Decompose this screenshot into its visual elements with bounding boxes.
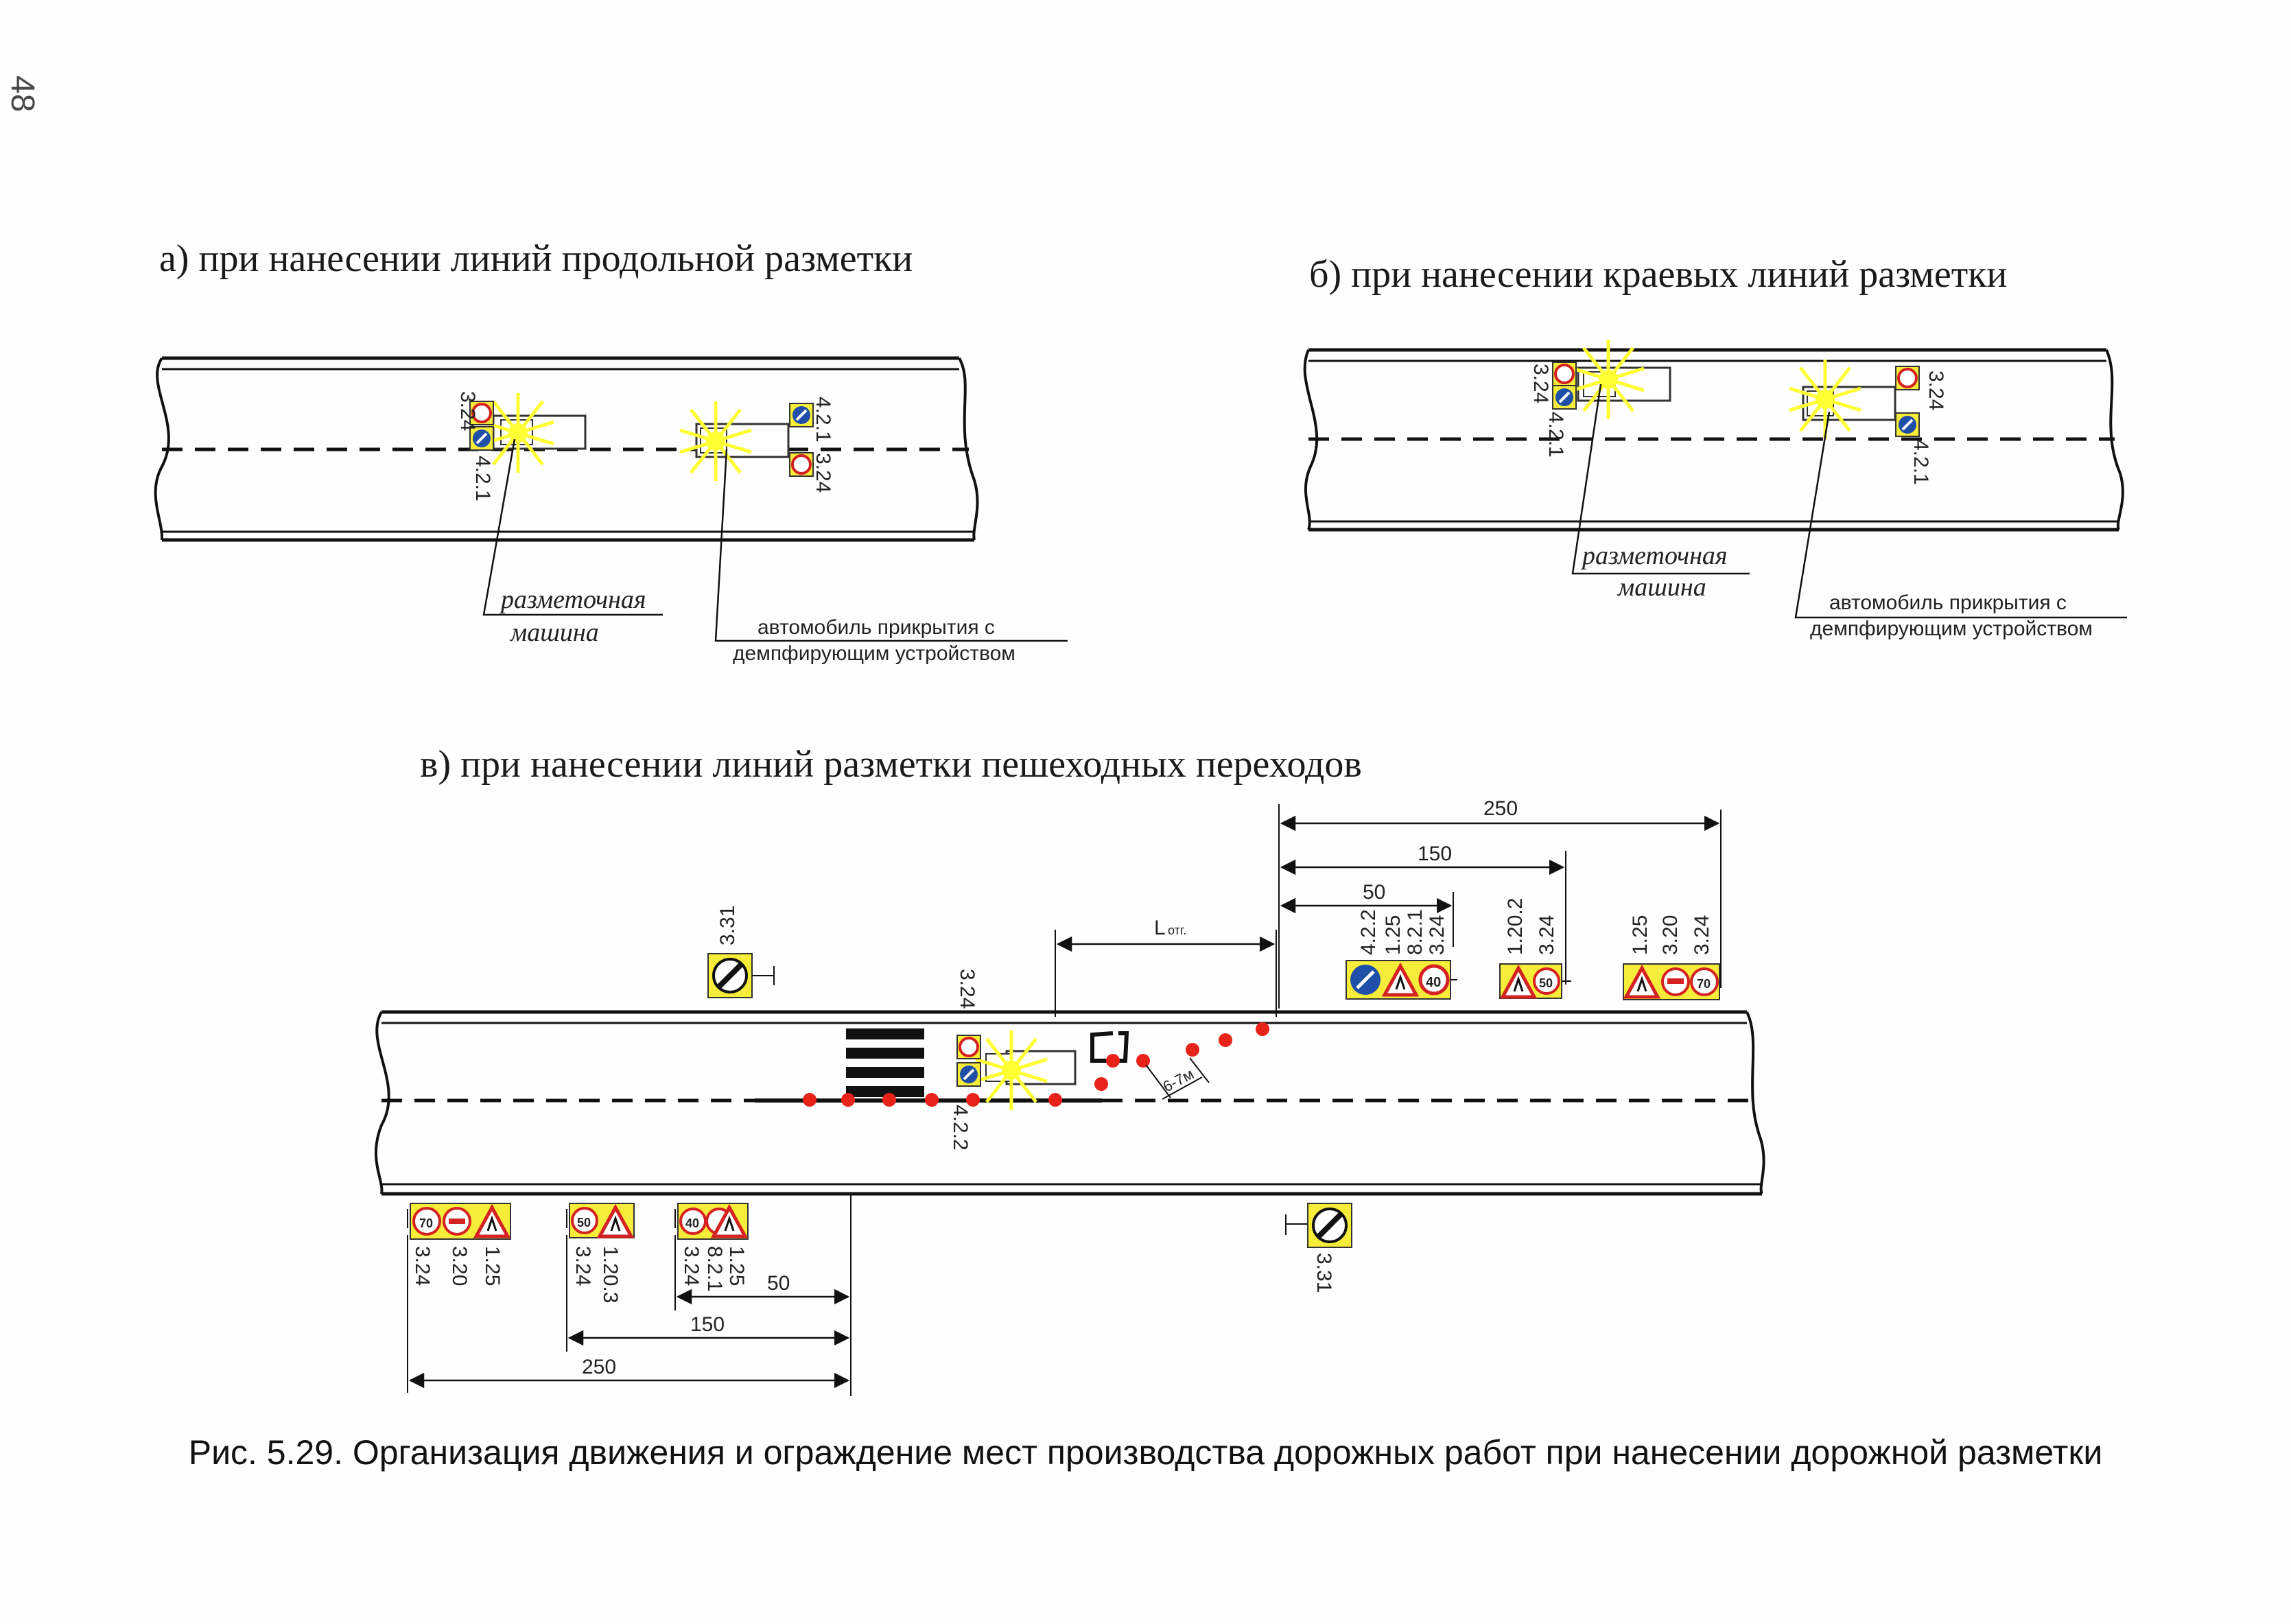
dim-top-150: 150 xyxy=(1418,843,1452,865)
top-dimensions: 250 150 50 xyxy=(1278,797,1722,1009)
code-c-821-top: 8.2.1 xyxy=(1404,909,1426,955)
code-a-421-left: 4.2.1 xyxy=(471,456,494,502)
sign-3-31-top xyxy=(708,954,775,998)
pedestrian-crossing xyxy=(846,1028,924,1097)
code-c-1203-bottom: 1.20.3 xyxy=(599,1246,622,1303)
dim-bottom-50: 50 xyxy=(767,1272,790,1295)
code-a-324-left: 3.24 xyxy=(456,391,479,431)
road-b xyxy=(1303,348,2124,532)
code-c-125-bottom-250: 1.25 xyxy=(481,1246,504,1286)
heading-c: в) при нанесении линий разметки пешеходн… xyxy=(420,743,1362,786)
marking-machine-b xyxy=(1551,340,1671,419)
sign-speed-70-bottom: 70 xyxy=(419,1216,433,1230)
bottom-dimensions: 50 150 250 xyxy=(407,1195,851,1396)
leader-lines-a xyxy=(482,438,1068,642)
code-c-324-top-150: 3.24 xyxy=(1536,915,1558,955)
dim-top-50: 50 xyxy=(1363,881,1385,904)
sign-speed-70-top: 70 xyxy=(1697,977,1711,991)
code-b-421-left: 4.2.1 xyxy=(1544,412,1567,458)
sign-speed-50-top: 50 xyxy=(1539,976,1553,990)
callout-b-machine-1: разметочная xyxy=(1580,541,1728,570)
heading-a: а) при нанесении линий продольной размет… xyxy=(159,237,913,280)
callout-b-machine-2: машина xyxy=(1617,573,1706,602)
gap-dimension: 6-7м xyxy=(1145,1057,1210,1100)
sign-group-bottom-50: 40 xyxy=(674,1203,749,1240)
marking-machine-c xyxy=(956,1031,1077,1110)
sign-speed-40-bottom: 40 xyxy=(685,1216,699,1230)
l-otg-sub: отг. xyxy=(1168,923,1186,937)
callout-a-machine-2: машина xyxy=(509,618,599,647)
cover-vehicle-a xyxy=(680,401,814,481)
sign-3-31-bottom xyxy=(1285,1203,1352,1247)
callout-a-cover-1: автомобиль прикрытия с xyxy=(757,616,995,639)
code-c-324-machine: 3.24 xyxy=(956,969,978,1009)
leader-lines-b xyxy=(1571,384,2127,619)
sign-group-250: 70 xyxy=(1623,963,1720,1000)
code-b-421-right: 4.2.1 xyxy=(1910,439,1932,485)
callout-b-cover-1: автомобиль прикрытия с xyxy=(1829,591,2067,614)
l-otg-dimension: L отг. xyxy=(1055,917,1277,1017)
marking-machine-a xyxy=(469,393,587,473)
code-c-125-top-50: 1.25 xyxy=(1382,915,1405,955)
code-c-324-top-250: 3.24 xyxy=(1691,915,1713,955)
dim-bottom-250: 250 xyxy=(582,1356,616,1378)
code-c-331-bottom: 3.31 xyxy=(1313,1253,1335,1293)
figure-caption: Рис. 5.29. Организация движения и огражд… xyxy=(188,1433,2103,1472)
code-c-422-machine: 4.2.2 xyxy=(949,1105,972,1151)
sign-speed-40-top: 40 xyxy=(1426,975,1441,990)
code-c-125-bottom-50: 1.25 xyxy=(725,1246,748,1286)
heading-b: б) при нанесении краевых линий разметки xyxy=(1309,253,2008,296)
code-c-422-top: 4.2.2 xyxy=(1357,909,1380,955)
code-c-1202-top: 1.20.2 xyxy=(1504,898,1527,955)
callout-b-cover-2: демпфирующим устройством xyxy=(1810,617,2093,640)
code-c-324-top-50: 3.24 xyxy=(1426,915,1448,955)
callout-a-cover-2: демпфирующим устройством xyxy=(733,642,1015,665)
code-b-324-left: 3.24 xyxy=(1529,364,1552,403)
code-b-324-right: 3.24 xyxy=(1925,370,1947,410)
dim-top-250: 250 xyxy=(1483,797,1518,820)
sign-group-bottom-250: 70 xyxy=(407,1203,511,1240)
l-otg-main: L xyxy=(1154,917,1166,939)
sign-speed-50-bottom: 50 xyxy=(577,1216,591,1229)
traffic-cones xyxy=(803,1022,1269,1107)
code-a-421-right: 4.2.1 xyxy=(812,397,834,443)
dim-bottom-150: 150 xyxy=(690,1313,725,1336)
code-c-320-top: 3.20 xyxy=(1659,915,1682,955)
road-c xyxy=(374,1010,1765,1196)
code-c-324-bottom-150: 3.24 xyxy=(572,1246,594,1286)
callout-a-machine-1: разметочная xyxy=(499,585,646,614)
code-c-320-bottom: 3.20 xyxy=(448,1246,471,1286)
code-c-125-top-250: 1.25 xyxy=(1629,915,1652,955)
sign-group-150: 50 xyxy=(1499,963,1571,999)
code-a-324-right: 3.24 xyxy=(812,453,834,493)
code-c-821-bottom: 8.2.1 xyxy=(703,1246,726,1292)
code-c-324-bottom-50: 3.24 xyxy=(680,1246,703,1286)
code-c-324-bottom-250: 3.24 xyxy=(411,1246,434,1286)
code-c-331-top: 3.31 xyxy=(716,906,739,945)
cover-vehicle-b xyxy=(1789,360,1920,439)
sign-group-50: 40 xyxy=(1346,960,1457,1000)
sign-group-bottom-150: 50 xyxy=(566,1203,635,1238)
